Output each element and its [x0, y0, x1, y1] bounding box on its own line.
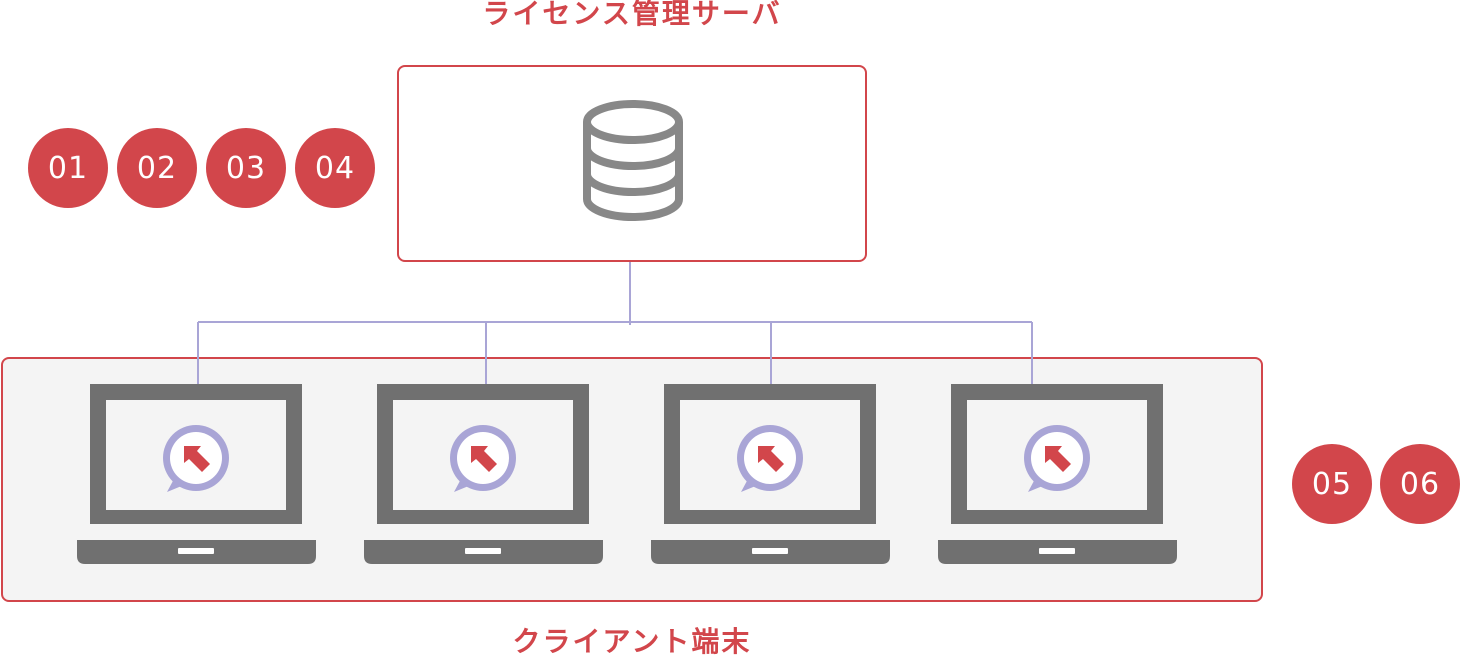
- network-connectors: [197, 262, 1033, 385]
- database-icon: [583, 100, 683, 221]
- laptop-icon: [938, 384, 1177, 564]
- badge-02: 02: [117, 128, 197, 208]
- laptop-icon: [77, 384, 316, 564]
- client-title: クライアント端末: [512, 625, 752, 658]
- badge-06: 06: [1380, 444, 1460, 524]
- badge-04: 04: [295, 128, 375, 208]
- laptop-icon: [364, 384, 603, 564]
- badge-05: 05: [1292, 444, 1372, 524]
- badge-03: 03: [206, 128, 286, 208]
- server-title: ライセンス管理サーバ: [482, 0, 782, 30]
- badge-01: 01: [28, 128, 108, 208]
- laptop-icon: [651, 384, 890, 564]
